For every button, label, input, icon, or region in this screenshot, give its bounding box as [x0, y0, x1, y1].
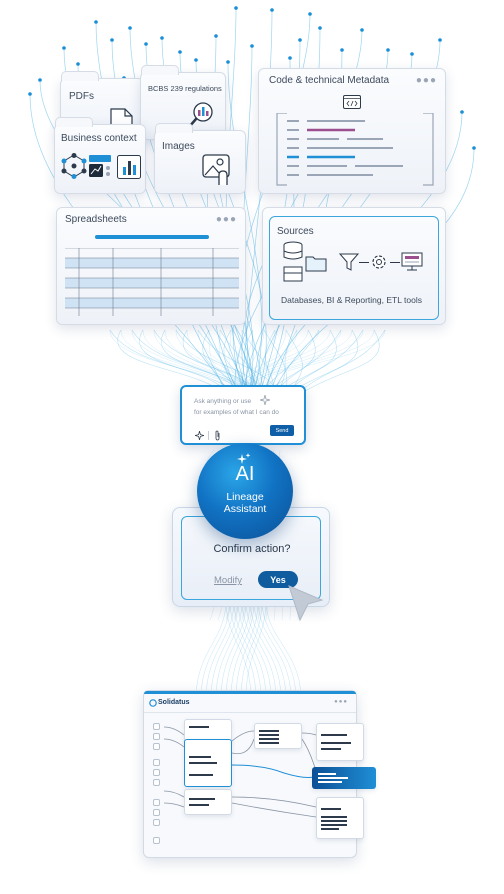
- sidebar-tool[interactable]: [153, 733, 160, 740]
- app-logo-text: Solidatus: [158, 699, 190, 706]
- connector-line: [359, 262, 369, 263]
- assistant-line2: Assistant: [223, 503, 267, 515]
- chat-divider: [208, 431, 209, 440]
- dashboard-icon: [89, 155, 111, 177]
- send-button[interactable]: Send: [270, 425, 294, 436]
- app-divider: [144, 712, 356, 713]
- pdfs-title: PDFs: [69, 91, 94, 102]
- node-middle[interactable]: [254, 723, 302, 749]
- folder-tab: [55, 117, 93, 127]
- spreadsheet-grid: [65, 248, 239, 316]
- more-menu-icon[interactable]: ●●●: [215, 214, 237, 225]
- app-top-bar: [144, 691, 356, 694]
- sidebar-tool[interactable]: [153, 799, 160, 806]
- code-icon: [343, 95, 361, 109]
- modify-link[interactable]: Modify: [214, 575, 242, 586]
- node-text: [259, 730, 279, 732]
- node-source-selected[interactable]: [184, 739, 232, 787]
- chat-input-box[interactable]: Ask anything or use for examples of what…: [180, 385, 306, 445]
- node-text: [189, 804, 209, 806]
- sidebar-tool[interactable]: [153, 809, 160, 816]
- ai-label: AI: [235, 463, 255, 485]
- code-card: Code & technical Metadata ●●●: [258, 68, 446, 194]
- spreadsheet-header-bar: [95, 235, 209, 239]
- sources-title: Sources: [277, 226, 314, 237]
- folder-tab: [141, 65, 179, 75]
- node-target-highlight[interactable]: [312, 767, 376, 789]
- bar-chart-icon: [117, 155, 141, 179]
- node-text: [259, 734, 279, 736]
- folder-tab: [155, 123, 193, 133]
- yes-button[interactable]: Yes: [258, 571, 298, 588]
- network-icon: [61, 153, 87, 179]
- node-text: [321, 742, 351, 744]
- node-text: [189, 762, 217, 764]
- image-icon: [202, 154, 230, 185]
- sidebar-tool[interactable]: [153, 723, 160, 730]
- node-text: [321, 808, 341, 810]
- sparkle-button-icon[interactable]: [195, 431, 204, 440]
- sparkle-icon: [237, 453, 251, 464]
- sidebar-tool[interactable]: [153, 759, 160, 766]
- ai-lineage-assistant-badge[interactable]: AI Lineage Assistant: [197, 443, 293, 539]
- images-card: Images: [154, 123, 246, 194]
- more-menu-icon[interactable]: ●●●: [415, 75, 437, 86]
- node-text: [259, 742, 279, 744]
- confirm-title: Confirm action?: [213, 543, 291, 555]
- node-text: [321, 820, 347, 822]
- sources-card: Sources Databases, BI & Reporting, ETL: [262, 207, 446, 325]
- node-text: [189, 798, 215, 800]
- code-title: Code & technical Metadata: [269, 75, 390, 86]
- sidebar-tool[interactable]: [153, 779, 160, 786]
- sources-caption: Databases, BI & Reporting, ETL tools: [281, 295, 422, 305]
- folder-icon: [305, 256, 327, 272]
- bcbs-title: BCBS 239 regulations: [148, 84, 222, 93]
- node-text: [318, 773, 336, 775]
- code-lines: [276, 113, 434, 186]
- node-target-3[interactable]: [316, 797, 364, 839]
- node-text: [321, 828, 339, 830]
- sources-inner-frame: [269, 216, 439, 320]
- logo-icon: [149, 699, 157, 707]
- spreadsheets-card: Spreadsheets ●●●: [56, 207, 246, 325]
- solidatus-app-window: Solidatus ●●●: [143, 690, 376, 858]
- connector-line: [390, 262, 400, 263]
- business-context-card: Business context: [54, 117, 146, 194]
- node-text: [321, 816, 347, 818]
- paperclip-icon[interactable]: [214, 430, 221, 441]
- node-text: [318, 781, 342, 783]
- filter-icon: [339, 253, 359, 271]
- assistant-line1: Lineage: [226, 491, 264, 503]
- node-text: [189, 756, 211, 758]
- node-text: [321, 748, 341, 750]
- cursor-pointer-icon: [288, 585, 324, 622]
- spreadsheets-title: Spreadsheets: [65, 214, 127, 225]
- folder-tab: [61, 71, 99, 81]
- sparkle-icon: [260, 395, 270, 405]
- node-text: [259, 738, 279, 740]
- images-title: Images: [162, 141, 195, 152]
- node-text: [321, 824, 347, 826]
- node-text: [321, 734, 347, 736]
- node-source-3[interactable]: [184, 789, 232, 815]
- node-text: [318, 777, 348, 779]
- node-text: [189, 774, 213, 776]
- sidebar-tool[interactable]: [153, 819, 160, 826]
- more-menu-icon[interactable]: ●●●: [334, 699, 348, 705]
- node-target-1[interactable]: [316, 723, 364, 761]
- monitor-icon: [401, 252, 423, 271]
- database-icon: [283, 241, 303, 282]
- sidebar-tool[interactable]: [153, 769, 160, 776]
- bcbs-card: BCBS 239 regulations: [140, 65, 226, 140]
- node-text: [189, 726, 209, 728]
- business-title: Business context: [61, 133, 137, 144]
- chat-prompt-line2: for examples of what I can do: [194, 409, 279, 416]
- sidebar-tool[interactable]: [153, 837, 160, 844]
- chat-prompt-line1: Ask anything or use: [194, 398, 252, 405]
- sidebar-tool[interactable]: [153, 743, 160, 750]
- gear-icon: [372, 255, 386, 269]
